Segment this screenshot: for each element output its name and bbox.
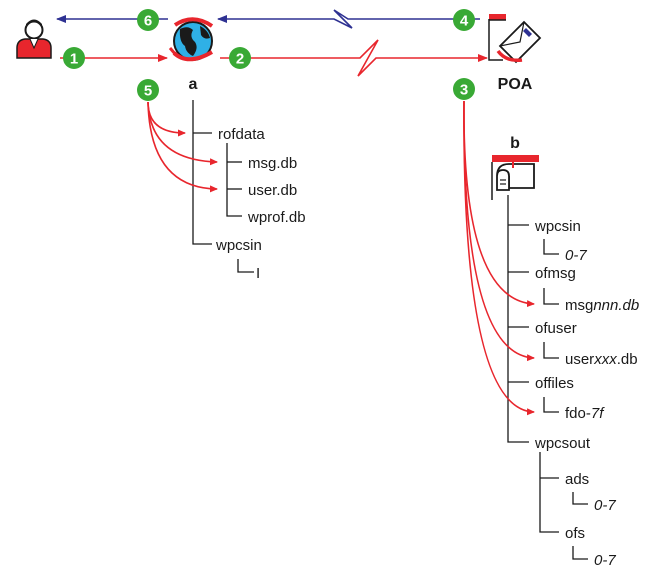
- step-badge-6: 6: [137, 9, 159, 31]
- step-badge-5: 5: [137, 79, 159, 101]
- tree-a-wprof-db: wprof.db: [247, 209, 306, 226]
- tree-b-ofs-range: 0-7: [594, 552, 616, 566]
- mailbox-icon: [491, 155, 539, 200]
- tree-a-lines: [192, 100, 254, 273]
- svg-text:5: 5: [144, 83, 152, 100]
- tree-b-ads-range: 0-7: [594, 497, 616, 514]
- tree-b-wpcsin-range: 0-7: [565, 247, 587, 264]
- tree-b-wpcsin: wpcsin: [534, 218, 581, 235]
- label-poa: POA: [498, 76, 533, 93]
- svg-text:4: 4: [460, 13, 469, 30]
- tree-a-wpcsin: wpcsin: [215, 237, 262, 254]
- svg-text:1: 1: [70, 51, 78, 68]
- svg-text:3: 3: [460, 82, 468, 99]
- tree-b-ads: ads: [565, 471, 589, 488]
- tree-b-ofmsg: ofmsg: [535, 265, 576, 282]
- globe-icon: [168, 17, 214, 62]
- tree-b-wpcsout: wpcsout: [534, 435, 591, 452]
- tree-a-msg-db: msg.db: [248, 155, 297, 172]
- tree-b-offiles: offiles: [535, 375, 574, 392]
- user-icon: [16, 19, 52, 59]
- tree-a-rofdata: rofdata: [218, 126, 265, 143]
- tree-b-fdo: fdo-7f: [565, 405, 605, 422]
- tree-a-arrows: [147, 101, 218, 193]
- step-badge-2: 2: [229, 47, 251, 69]
- label-b: b: [510, 135, 520, 152]
- step-badge-1: 1: [63, 47, 85, 69]
- label-a: a: [189, 76, 198, 93]
- tree-b-msg-file: msgnnn.db: [565, 297, 639, 314]
- step-badge-3: 3: [453, 78, 475, 100]
- tree-b-lines: [507, 195, 588, 560]
- tree-b-ofs: ofs: [565, 525, 585, 542]
- flow-arrows: [56, 9, 488, 77]
- tree-a-wpcsin-child: I: [256, 265, 260, 282]
- tree-b-user-file: userxxx.db: [565, 351, 638, 368]
- svg-text:2: 2: [236, 51, 244, 68]
- svg-text:6: 6: [144, 13, 152, 30]
- tree-a-user-db: user.db: [248, 182, 297, 199]
- tree-b-ofuser: ofuser: [535, 320, 577, 337]
- step-badge-4: 4: [453, 9, 475, 31]
- envelope-icon: [488, 14, 542, 64]
- tree-b-arrows: [463, 100, 535, 416]
